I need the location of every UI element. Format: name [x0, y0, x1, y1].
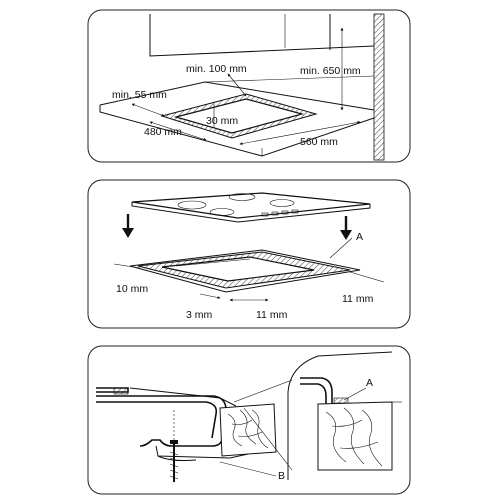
- cutout-opening: [173, 98, 305, 134]
- detail-hob-edge: [300, 377, 333, 410]
- worktop-cutout: [161, 256, 315, 282]
- down-arrow-icon-right: [340, 216, 352, 240]
- control-knob: [291, 209, 299, 214]
- worktop-top-edge: [99, 81, 375, 111]
- down-arrow-icon-left: [122, 214, 134, 238]
- burner-rear-left: [177, 200, 207, 210]
- hob-top-plate: [129, 387, 237, 407]
- hob-tray-inner: [96, 401, 218, 439]
- burner-front-left: [209, 208, 235, 216]
- dim-30mm: 30 mm: [206, 115, 238, 127]
- detail-magnifier: [287, 351, 402, 480]
- panel-frame: [87, 9, 411, 163]
- side-wall: [373, 13, 385, 161]
- screw-icon: [169, 410, 179, 482]
- worktop-section: [219, 403, 277, 457]
- hob-tray: [96, 395, 227, 447]
- dim-480mm: 480 mm: [144, 126, 182, 138]
- burner-front-right: [269, 199, 295, 207]
- dim-min-100mm: min. 100 mm: [186, 63, 247, 75]
- dim-11mm-right: 11 mm: [342, 293, 374, 305]
- wall-cabinet-outline: [149, 14, 375, 57]
- dim-11mm-bottom: 11 mm: [256, 309, 288, 321]
- detail-outline: [287, 351, 393, 480]
- panel-cutout-dimensions: min. 100 mm min. 650 mm min. 55 mm 30 mm…: [87, 9, 411, 163]
- label-a-seal: A: [356, 231, 363, 243]
- dim-min-650mm: min. 650 mm: [300, 65, 361, 77]
- dim-3mm: 3 mm: [186, 309, 213, 321]
- detail-worktop: [317, 401, 393, 471]
- control-knob: [271, 211, 279, 216]
- label-a-detail-seal: A: [366, 377, 373, 389]
- label-b-bracket: B: [278, 470, 285, 482]
- dim-10mm: 10 mm: [116, 283, 148, 295]
- panel-fixing-section: B A: [87, 345, 411, 495]
- control-knob: [261, 212, 269, 217]
- fixing-bracket: [155, 445, 249, 459]
- panel-seal-placement: A 10 mm 11 mm 3 mm 11 mm: [87, 179, 411, 329]
- burner-rear-right: [228, 193, 256, 201]
- control-knob: [281, 210, 289, 215]
- dim-min-55mm: min. 55 mm: [112, 89, 167, 101]
- dim-560mm: 560 mm: [300, 136, 338, 148]
- hob-edge: [131, 202, 371, 223]
